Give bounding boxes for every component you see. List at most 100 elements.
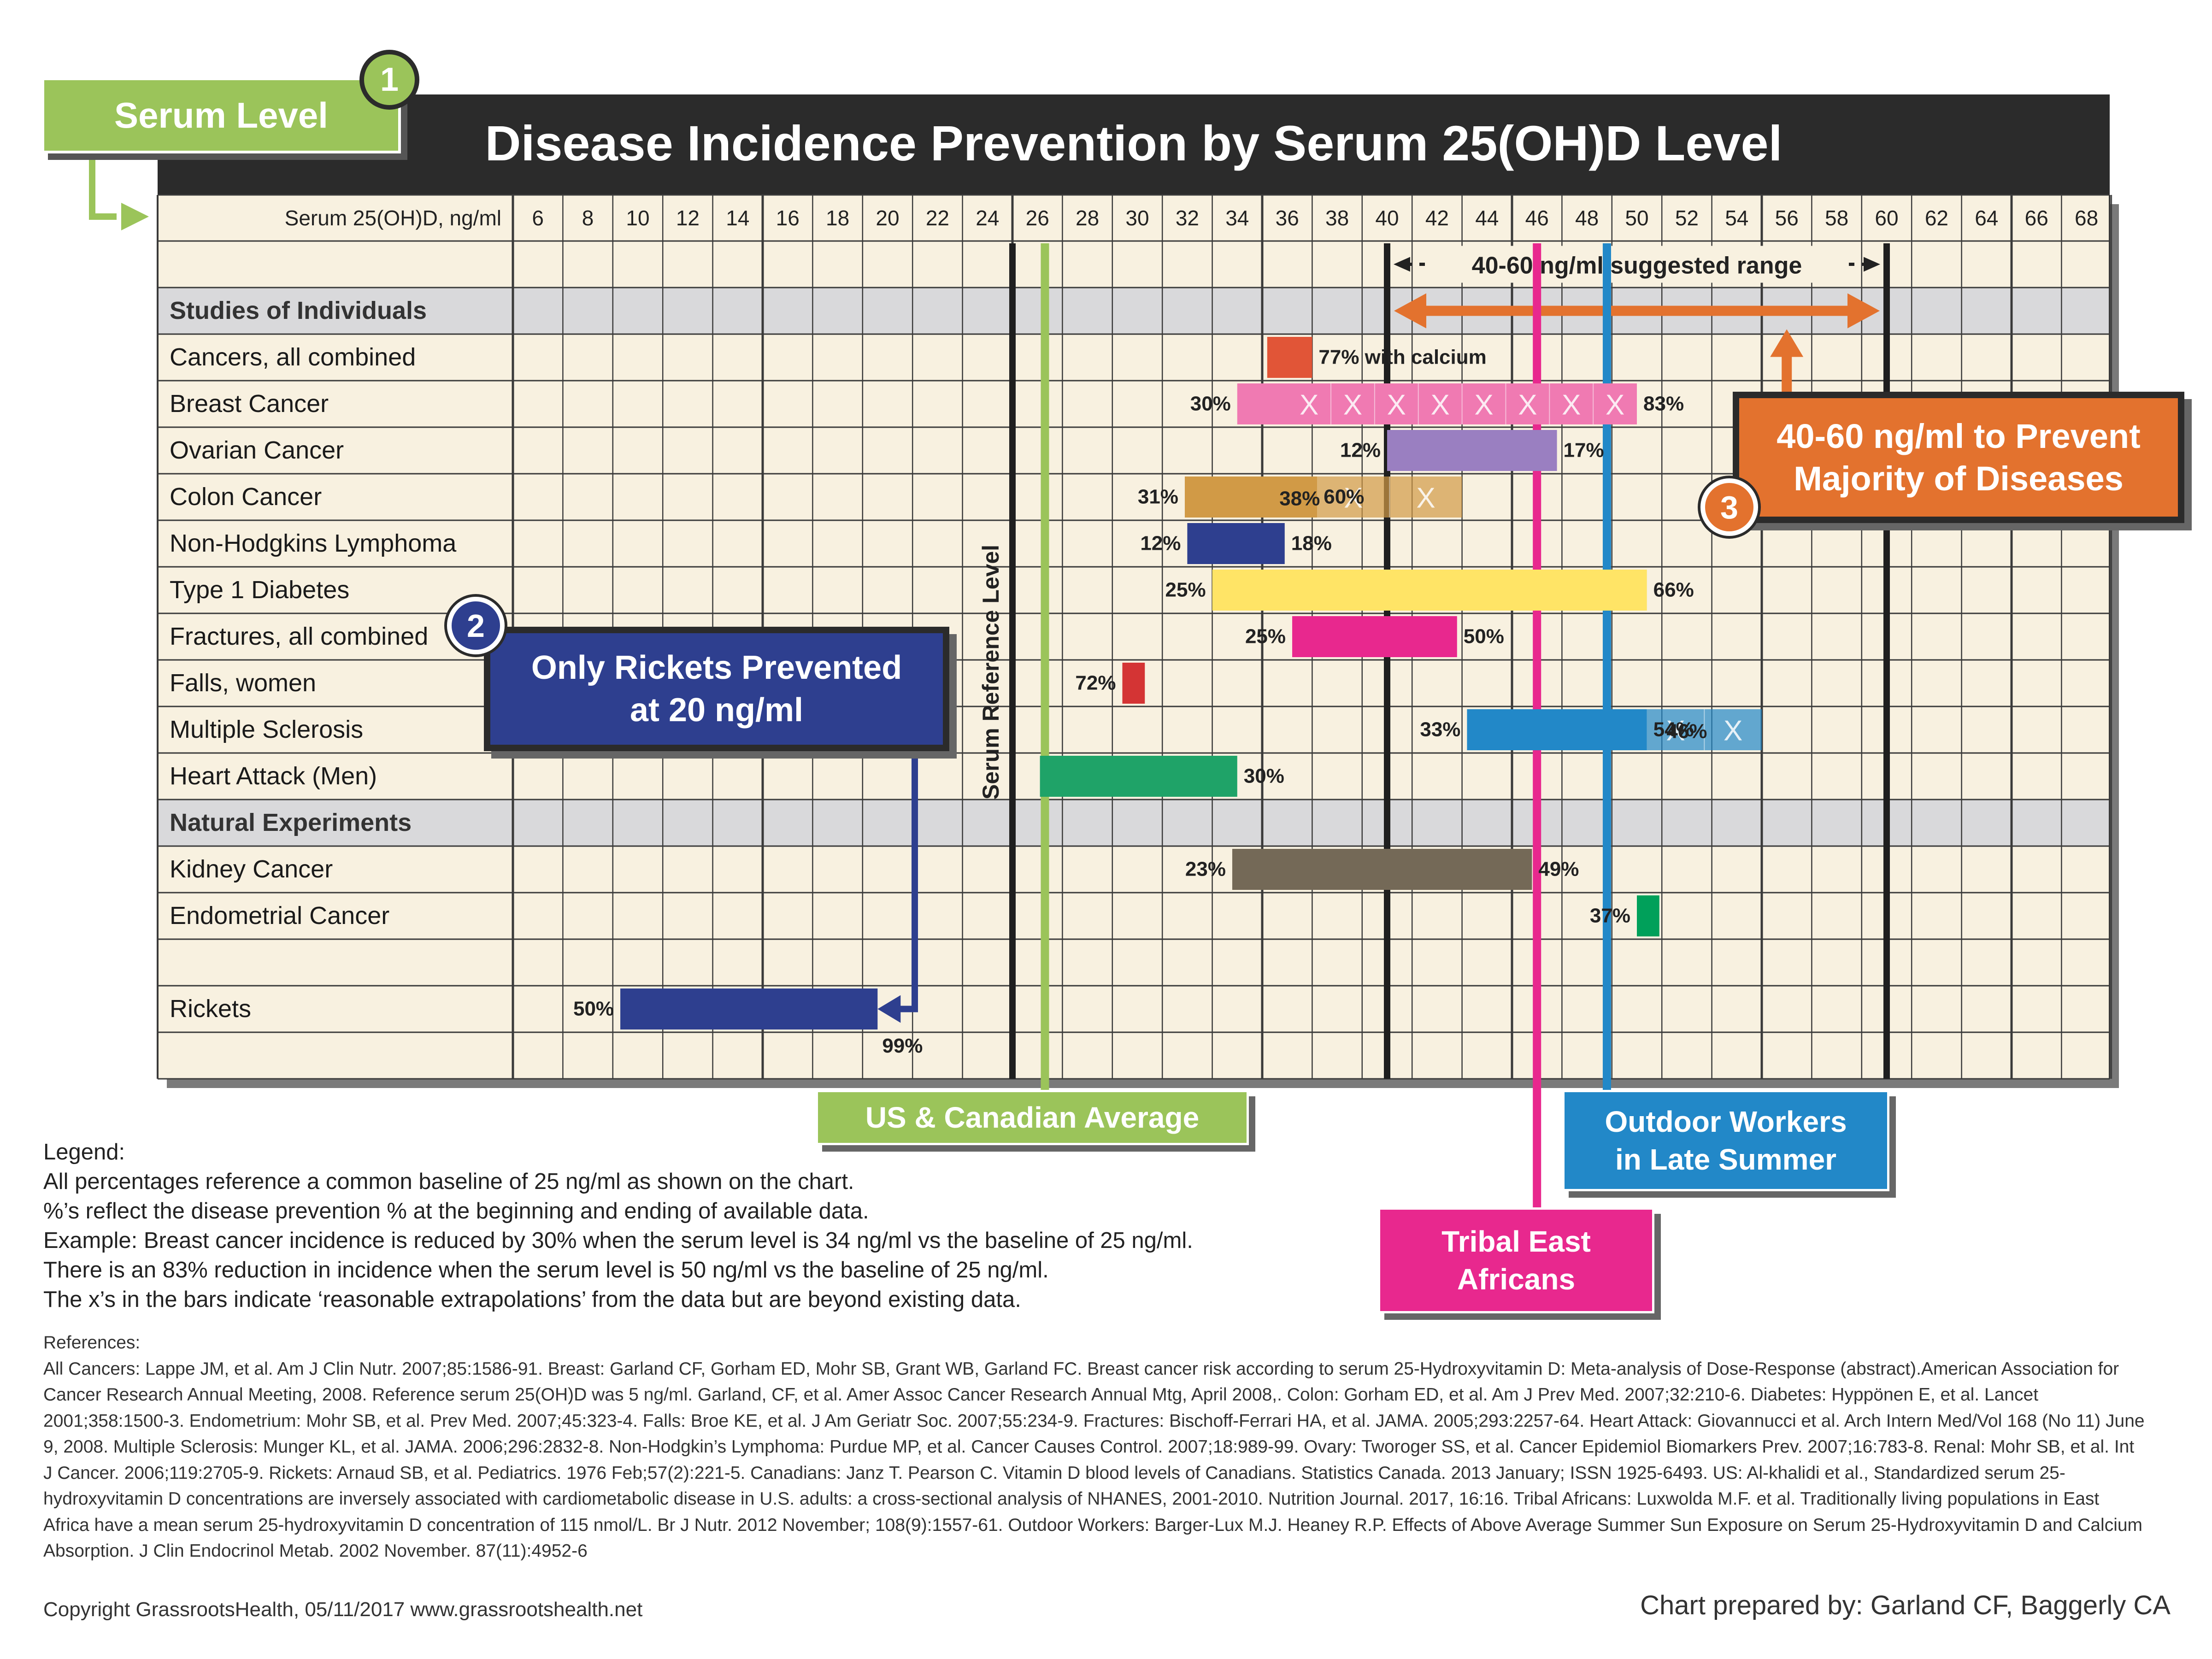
extrapolation-x-mark: X	[1344, 482, 1363, 514]
bar-start-label: 23%	[1185, 858, 1226, 881]
x-tick-label: 20	[876, 206, 899, 230]
bar-start-label: 37%	[1590, 905, 1630, 927]
extrapolation-x-mark: X	[1387, 389, 1406, 421]
references-heading: References:	[43, 1333, 141, 1353]
prevent-majority-callout: 40-60 ng/ml to Prevent Majority of Disea…	[1733, 392, 2184, 523]
bar	[1467, 709, 1647, 750]
legend-heading: Legend:	[43, 1140, 125, 1165]
bar	[1040, 756, 1237, 797]
legend-line: All percentages reference a common basel…	[43, 1169, 854, 1194]
serum-level-label: Serum Level	[114, 95, 328, 135]
references-text: All Cancers: Lappe JM, et al. Am J Clin …	[43, 1359, 2145, 1561]
bar-end-label: 66%	[1653, 579, 1694, 601]
suggested-range-label-bg	[1425, 246, 1849, 283]
prevent-callout-line2: Majority of Diseases	[1794, 459, 2124, 498]
prepared-by: Chart prepared by: Garland CF, Baggerly …	[1640, 1590, 2171, 1620]
rickets-connector-arrowhead	[877, 995, 901, 1023]
extrapolation-x-mark: X	[1416, 482, 1435, 514]
legend-line: The x’s in the bars indicate ‘reasonable…	[43, 1287, 1021, 1312]
bar-end-label: 18%	[1291, 532, 1332, 555]
bar-end-label: 77% with calcium	[1318, 346, 1486, 369]
extrapolation-x-mark: X	[1430, 389, 1449, 421]
bar-end-label: 49%	[1538, 858, 1579, 881]
bar-start-label: 33%	[1420, 718, 1460, 741]
row-label: Heart Attack (Men)	[170, 762, 377, 790]
x-tick-label: 44	[1475, 206, 1499, 230]
orange-range-bar	[1417, 306, 1857, 316]
x-tick-label: 24	[976, 206, 999, 230]
row-label: Type 1 Diabetes	[170, 576, 349, 604]
extrapolation-x-mark: X	[1343, 389, 1362, 421]
row-label: Breast Cancer	[170, 390, 329, 418]
section-label: Studies of Individuals	[170, 297, 427, 324]
bar-end-label: 99%	[882, 1035, 923, 1057]
orange-arrowhead	[1394, 293, 1426, 329]
legend-line: Example: Breast cancer incidence is redu…	[43, 1228, 1193, 1253]
extrapolation-x-mark: X	[1562, 389, 1581, 421]
outdoor-line1: Outdoor Workers	[1605, 1105, 1847, 1138]
bar-start-label: 25%	[1245, 625, 1286, 648]
outdoor-line2: in Late Summer	[1615, 1143, 1837, 1176]
bar	[1267, 337, 1312, 378]
x-tick-label: 36	[1276, 206, 1299, 230]
bar-end-label: 30%	[1244, 765, 1284, 788]
suggested-range-label: 40-60 ng/ml suggested range	[1472, 253, 1802, 279]
bar	[1122, 663, 1145, 704]
bar	[1292, 616, 1457, 657]
x-tick-label: 12	[676, 206, 700, 230]
bar-start-label: 12%	[1140, 532, 1181, 555]
badge-3: 3	[1700, 478, 1758, 536]
rickets-connector	[894, 749, 918, 1012]
x-tick-label: 8	[582, 206, 594, 230]
x-tick-label: 52	[1675, 206, 1699, 230]
us-average-callout: US & Canadian Average	[816, 1090, 1249, 1145]
section-row	[158, 800, 2110, 846]
extrapolation-x-mark: X	[1518, 389, 1537, 421]
suggested-range-arrowhead	[1394, 257, 1410, 272]
x-tick-label: 26	[1026, 206, 1049, 230]
bar	[1184, 477, 1318, 518]
x-tick-label: 38	[1325, 206, 1349, 230]
row-label: Falls, women	[170, 669, 316, 697]
bar-end-label: 60%	[1324, 486, 1364, 508]
x-tick-label: 30	[1125, 206, 1149, 230]
bar	[1237, 383, 1637, 424]
bar-end-label: 50%	[1464, 625, 1504, 648]
row-label: Endometrial Cancer	[170, 902, 389, 930]
extrapolation-x-mark: X	[1474, 389, 1493, 421]
legend-line: %’s reflect the disease prevention % at …	[43, 1199, 869, 1224]
x-tick-label: 56	[1775, 206, 1799, 230]
x-tick-label: 58	[1825, 206, 1848, 230]
x-tick-label: 16	[776, 206, 800, 230]
bar-start-label: 50%	[573, 998, 614, 1020]
row-label: Colon Cancer	[170, 483, 322, 511]
tribal-callout: Tribal East Africans	[1378, 1207, 1654, 1313]
x-tick-label: 64	[1975, 206, 1998, 230]
tribal-line1: Tribal East	[1441, 1225, 1591, 1258]
rickets-callout: Only Rickets Prevented at 20 ng/ml	[484, 627, 949, 751]
x-tick-label: 22	[926, 206, 949, 230]
row-label: Rickets	[170, 995, 251, 1023]
serum-level-connector-arrowhead	[121, 203, 149, 230]
x-tick-label: 18	[826, 206, 849, 230]
bar-start-label: 72%	[1075, 672, 1116, 694]
legend-line: There is an 83% reduction in incidence w…	[43, 1258, 1049, 1282]
extrapolation-x-mark: X	[1606, 389, 1624, 421]
bar-mid-label: 46%	[1666, 720, 1707, 742]
x-tick-label: 34	[1225, 206, 1249, 230]
bar-start-label: 25%	[1165, 579, 1206, 601]
bar	[1232, 849, 1532, 890]
bar	[1387, 430, 1557, 471]
bar-end-label: 83%	[1643, 393, 1684, 415]
reference-level-label: Serum Reference Level	[978, 545, 1004, 800]
bar-start-label: 30%	[1190, 393, 1231, 415]
row-label: Non-Hodgkins Lymphoma	[170, 529, 457, 557]
legend: Legend: All percentages reference a comm…	[43, 1137, 1380, 1314]
extrapolation-x-mark: X	[1666, 715, 1685, 747]
rickets-callout-line2: at 20 ng/ml	[629, 692, 804, 729]
chart-title: Disease Incidence Prevention by Serum 25…	[485, 115, 1782, 171]
x-tick-label: 6	[532, 206, 544, 230]
badge-1: 1	[359, 50, 419, 110]
us-average-label: US & Canadian Average	[865, 1101, 1200, 1134]
